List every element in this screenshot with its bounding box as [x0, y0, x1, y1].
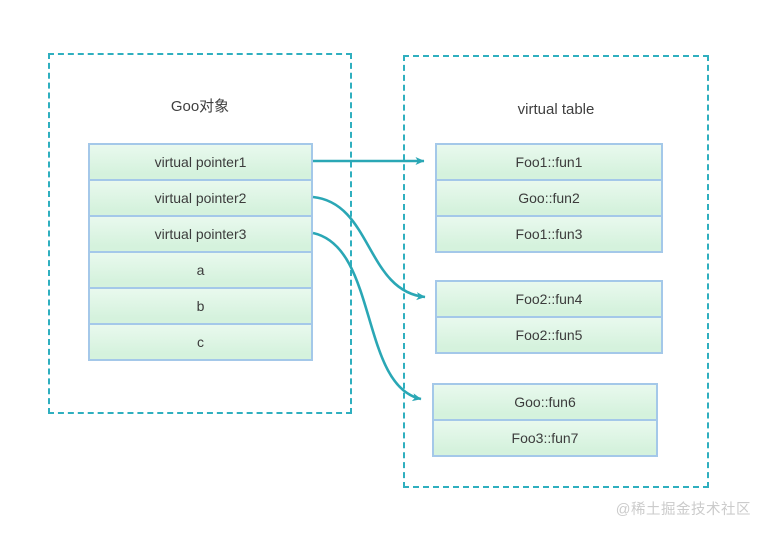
- watermark: @稀土掘金技术社区: [615, 502, 751, 518]
- virtual-table-title: virtual table: [517, 101, 595, 118]
- table-row-b: b: [90, 289, 311, 325]
- table-row-foo1-fun1: Foo1::fun1: [437, 145, 661, 181]
- table-row-a: a: [90, 253, 311, 289]
- vtable-3: Goo::fun6 Foo3::fun7: [432, 383, 658, 457]
- vtable-1: Foo1::fun1 Goo::fun2 Foo1::fun3: [435, 143, 663, 253]
- table-row-foo1-fun3: Foo1::fun3: [437, 217, 661, 251]
- table-row-foo2-fun5: Foo2::fun5: [437, 318, 661, 352]
- table-row-c: c: [90, 325, 311, 359]
- table-row-virtual-pointer1: virtual pointer1: [90, 145, 311, 181]
- table-row-goo-fun6: Goo::fun6: [434, 385, 656, 421]
- table-row-goo-fun2: Goo::fun2: [437, 181, 661, 217]
- table-row-virtual-pointer3: virtual pointer3: [90, 217, 311, 253]
- table-row-foo3-fun7: Foo3::fun7: [434, 421, 656, 455]
- vtable-2: Foo2::fun4 Foo2::fun5: [435, 280, 663, 354]
- goo-object-table: virtual pointer1 virtual pointer2 virtua…: [88, 143, 313, 361]
- table-row-foo2-fun4: Foo2::fun4: [437, 282, 661, 318]
- goo-object-title: Goo对象: [170, 98, 230, 115]
- table-row-virtual-pointer2: virtual pointer2: [90, 181, 311, 217]
